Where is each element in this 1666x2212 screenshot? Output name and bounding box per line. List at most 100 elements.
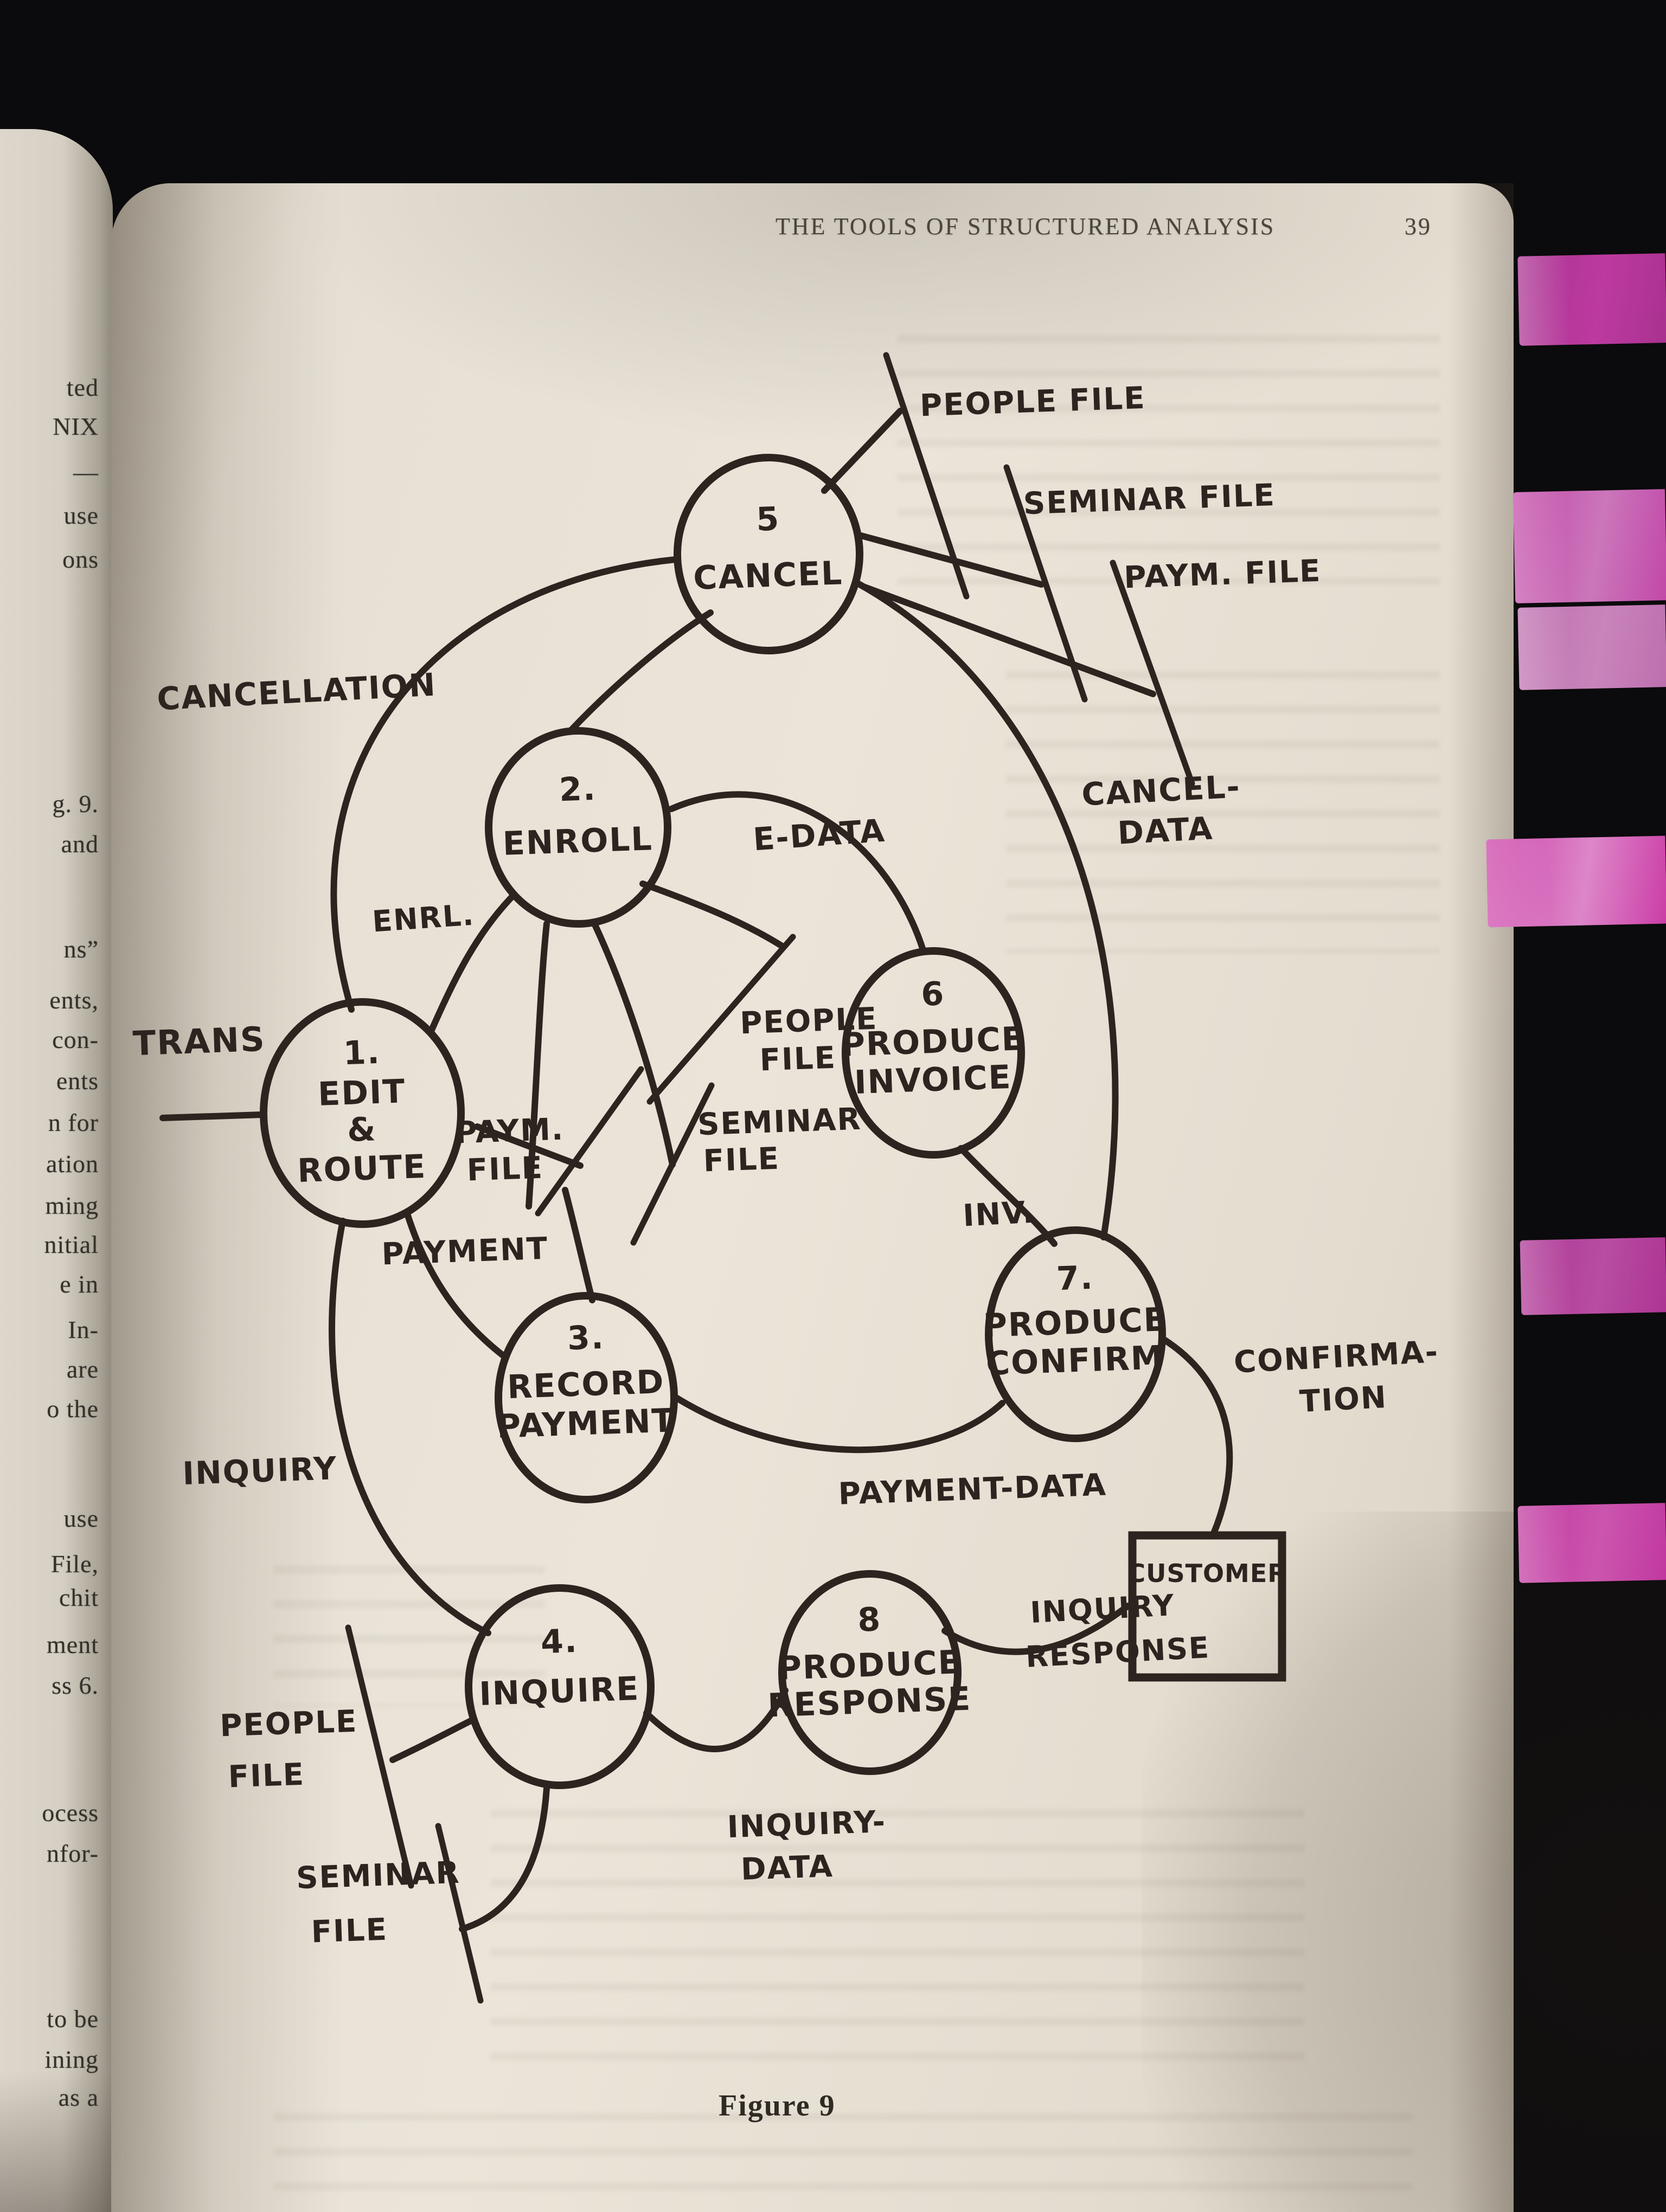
sticky-tab-2 (1513, 489, 1666, 603)
flow-e-data (668, 791, 926, 953)
process-label-produce-invoice-2: INVOICE (854, 1058, 1013, 1102)
margin-fragment-28: as a (58, 2084, 99, 2111)
flow-payment (405, 1212, 508, 1360)
margin-fragment-3: use (63, 501, 99, 529)
running-head-title: THE TOOLS OF STRUCTURED ANALYSIS (776, 213, 1276, 240)
flow-enroll-to-cancel (566, 609, 714, 735)
sticky-tab-highlight (1513, 491, 1569, 603)
process-bubble-inquire (465, 1584, 655, 1789)
ghost-text-texture (274, 2113, 1413, 2211)
store-label-seminar-file-bottom-0: SEMINAR (296, 1855, 461, 1896)
process-label-edit-and-route-2: & (347, 1110, 377, 1149)
process-label-record-payment-0: 3. (567, 1319, 605, 1358)
process-label-produce-response-2: RESPONSE (767, 1680, 972, 1725)
flow-label-inquiry-data-12: INQUIRY- (727, 1804, 887, 1845)
sticky-tab-5 (1520, 1237, 1666, 1315)
process-bubble-cancel (674, 454, 863, 654)
store-label-people-file-mid-1: FILE (759, 1040, 837, 1078)
store-line-seminar-file-mid (630, 1082, 715, 1246)
store-line-seminar-file-bottom (435, 1823, 484, 2004)
entity-label-customer: CUSTOMER (1127, 1559, 1287, 1588)
process-bubble-record-payment (495, 1292, 678, 1503)
ghost-text-texture (491, 1810, 1304, 2081)
flow-confirmation (1158, 1335, 1233, 1536)
flow-label-inquiry-response-14: INQUIRY (1029, 1588, 1176, 1630)
process-bubble-edit-and-route (260, 998, 465, 1228)
margin-fragment-2: — (73, 458, 99, 486)
margin-fragment-26: to be (47, 2005, 99, 2033)
process-label-enroll-1: ENROLL (502, 820, 653, 863)
flow-label-cancellation-1: CANCELLATION (156, 666, 437, 718)
page-edge-shading (0, 2071, 113, 2212)
process-label-enroll-0: 2. (559, 770, 597, 809)
margin-fragment-14: nitial (44, 1231, 99, 1258)
store-label-paym-file-mid-1: FILE (466, 1150, 544, 1188)
flow-label-inquiry-response-15: RESPONSE (1025, 1630, 1211, 1674)
process-label-produce-invoice-1: PRODUCE (841, 1020, 1026, 1064)
margin-fragment-8: ents, (49, 986, 99, 1014)
flow-payment-data (670, 1393, 1005, 1454)
sticky-tab-6 (1517, 1503, 1666, 1583)
store-label-paym-file-top-0: PAYM. FILE (1123, 554, 1322, 596)
flow-label-e-data-3: E-DATA (752, 812, 886, 858)
flow-label-payment-data-8: PAYMENT-DATA (838, 1467, 1107, 1512)
flow-enroll-to-people-mid (639, 880, 785, 949)
flow-inquiry (329, 1218, 491, 1636)
store-line-people-file-top (883, 352, 970, 600)
store-label-people-file-bottom-0: PEOPLE (219, 1704, 358, 1744)
margin-fragment-20: File, (50, 1550, 99, 1578)
flow-label-cancel-data-5: DATA (1117, 809, 1214, 851)
process-label-edit-and-route-1: EDIT (317, 1072, 406, 1114)
margin-fragment-15: e in (60, 1270, 99, 1298)
process-label-record-payment-1: RECORD (507, 1363, 665, 1406)
flow-record-to-paym-store (562, 1187, 595, 1303)
process-label-inquire-0: 4. (540, 1622, 579, 1661)
margin-fragment-1: NIX (53, 413, 99, 440)
margin-fragment-21: chit (59, 1584, 99, 1611)
margin-fragment-22: ment (47, 1631, 99, 1658)
margin-fragment-27: ining (44, 2046, 99, 2073)
flow-label-inquiry-data-13: DATA (740, 1849, 834, 1887)
margin-fragment-6: and (61, 830, 99, 858)
margin-fragment-25: nfor- (46, 1840, 99, 1867)
store-label-seminar-file-mid-1: FILE (703, 1141, 780, 1179)
store-line-people-file-bottom (345, 1624, 414, 1889)
flow-label-trans-0: TRANS (132, 1019, 266, 1063)
margin-fragment-9: con- (52, 1026, 99, 1053)
margin-fragment-4: ons (62, 545, 99, 573)
margin-fragment-23: ss 6. (52, 1671, 99, 1699)
flow-cancellation (330, 556, 678, 1013)
margin-fragment-13: ming (45, 1192, 99, 1219)
process-label-inquire-1: INQUIRE (478, 1670, 640, 1713)
margin-fragment-17: are (66, 1355, 99, 1383)
process-bubble-produce-confirm (985, 1226, 1166, 1442)
flow-cancel-data (854, 580, 1119, 1240)
flow-seminar-to-enroll (592, 923, 676, 1168)
margin-fragment-7: ns” (63, 935, 99, 963)
sticky-tab-highlight (1517, 606, 1571, 690)
flow-label-cancel-data-4: CANCEL- (1081, 768, 1241, 813)
sticky-tab-1 (1517, 253, 1666, 346)
process-label-record-payment-2: PAYMENT (496, 1401, 676, 1445)
store-label-seminar-file-top-0: SEMINAR FILE (1023, 478, 1276, 522)
process-label-produce-invoice-0: 6 (920, 975, 945, 1013)
flow-trans (159, 1111, 265, 1121)
ghost-text-texture (1006, 671, 1440, 953)
sticky-tab-highlight (1517, 255, 1571, 346)
flow-edit-paym-store (474, 1123, 584, 1169)
sticky-tab-3 (1517, 605, 1666, 690)
process-label-produce-confirm-2: CONFIRM (985, 1339, 1165, 1382)
process-bubble-enroll (485, 727, 671, 928)
process-label-produce-response-0: 8 (857, 1600, 882, 1639)
margin-fragment-11: n for (48, 1109, 99, 1136)
page-number: 39 (1405, 213, 1432, 240)
margin-fragment-24: ocess (42, 1799, 99, 1827)
sticky-tab-4 (1486, 835, 1666, 928)
store-label-people-file-top-0: PEOPLE FILE (919, 381, 1146, 423)
flow-label-enrl-2: ENRL. (371, 898, 476, 939)
margin-fragment-16: In- (68, 1316, 99, 1343)
store-label-people-file-bottom-1: FILE (228, 1757, 305, 1795)
book-page (111, 183, 1666, 2212)
